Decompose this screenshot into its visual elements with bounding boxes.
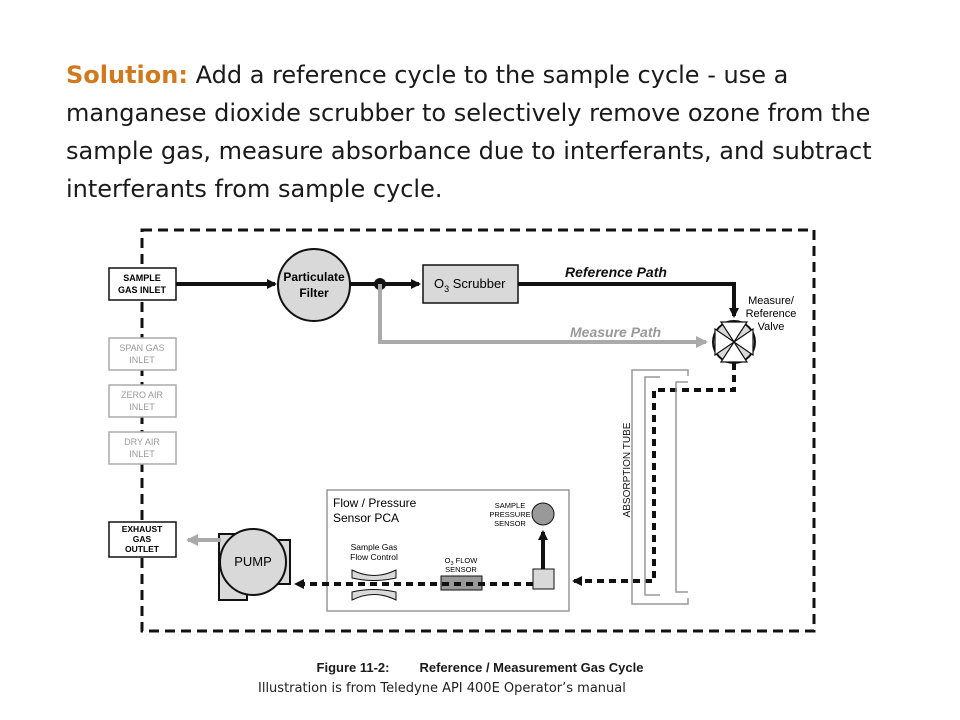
sample-gas-inlet: SAMPLE GAS INLET (108, 267, 177, 301)
dry-air-inlet: DRY AIR INLET (108, 431, 177, 465)
span-inlet-label-2: INLET (129, 355, 155, 365)
solution-label: Solution: (66, 61, 188, 89)
instrument-boundary (140, 228, 816, 633)
figure-number: Figure 11-2: (316, 660, 390, 675)
exhaust-label-3: OUTLET (125, 544, 160, 554)
zero-air-inlet: ZERO AIR INLET (108, 384, 177, 418)
pressure-sensor-label-3: SENSOR (494, 519, 526, 528)
pressure-sensor-label-1: SAMPLE (495, 501, 525, 510)
sample-inlet-label-1: SAMPLE (123, 273, 161, 283)
pump: PUMP (218, 528, 291, 601)
pca-label-2: Sensor PCA (333, 511, 399, 525)
solution-text: Add a reference cycle to the sample cycl… (66, 61, 872, 203)
sample-pressure-sensor (531, 502, 555, 526)
valve-label-2: Reference (746, 308, 797, 320)
pca-label-1: Flow / Pressure (333, 496, 417, 510)
illustration-credit: Illustration is from Teledyne API 400E O… (258, 681, 626, 696)
pump-label: PUMP (234, 554, 272, 569)
measure-path-label: Measure Path (570, 324, 661, 340)
sample-inlet-label-2: GAS INLET (118, 285, 167, 295)
valve-to-tube-line (572, 363, 736, 586)
slide-text: Solution: Add a reference cycle to the s… (66, 56, 916, 208)
valve-label-1: Measure/ (748, 295, 795, 307)
reference-path-line (518, 282, 739, 318)
exhaust-label-2: GAS (133, 534, 152, 544)
dry-inlet-label-2: INLET (129, 449, 155, 459)
figure-title: Reference / Measurement Gas Cycle (419, 660, 644, 675)
zero-inlet-label-1: ZERO AIR (121, 390, 164, 400)
figure-caption: Figure 11-2: Reference / Measurement Gas … (0, 660, 960, 675)
filter-label-2: Filter (299, 286, 329, 300)
zero-inlet-label-2: INLET (129, 402, 155, 412)
valve-label-3: Valve (758, 321, 785, 333)
span-gas-inlet: SPAN GAS INLET (108, 337, 177, 371)
sample-gas-flow-control (351, 569, 397, 601)
absorption-tube-label: ABSORPTION TUBE (622, 422, 633, 517)
flow-sensor-label-1: O3 FLOW (445, 556, 479, 567)
o3-scrubber: O3 Scrubber (422, 264, 519, 304)
sensor-tee (532, 568, 555, 590)
measure-path-line (378, 284, 708, 348)
exhaust-gas-outlet: EXHAUST GAS OUTLET (108, 521, 177, 558)
absorption-tube (631, 369, 689, 605)
measure-reference-valve (712, 320, 756, 364)
particulate-filter: Particulate Filter (277, 248, 351, 322)
reference-path-label: Reference Path (565, 264, 667, 280)
dry-inlet-label-1: DRY AIR (124, 437, 160, 447)
flow-control-label-1: Sample Gas (351, 542, 398, 552)
exhaust-label-1: EXHAUST (122, 524, 163, 534)
flow-control-label-2: Flow Control (350, 552, 398, 562)
pressure-sensor-label-2: PRESSURE (489, 510, 530, 519)
span-inlet-label-1: SPAN GAS (119, 343, 164, 353)
scrubber-label: O3 Scrubber (434, 276, 506, 294)
filter-label-1: Particulate (283, 270, 345, 284)
flow-sensor-label-2: SENSOR (445, 565, 477, 574)
